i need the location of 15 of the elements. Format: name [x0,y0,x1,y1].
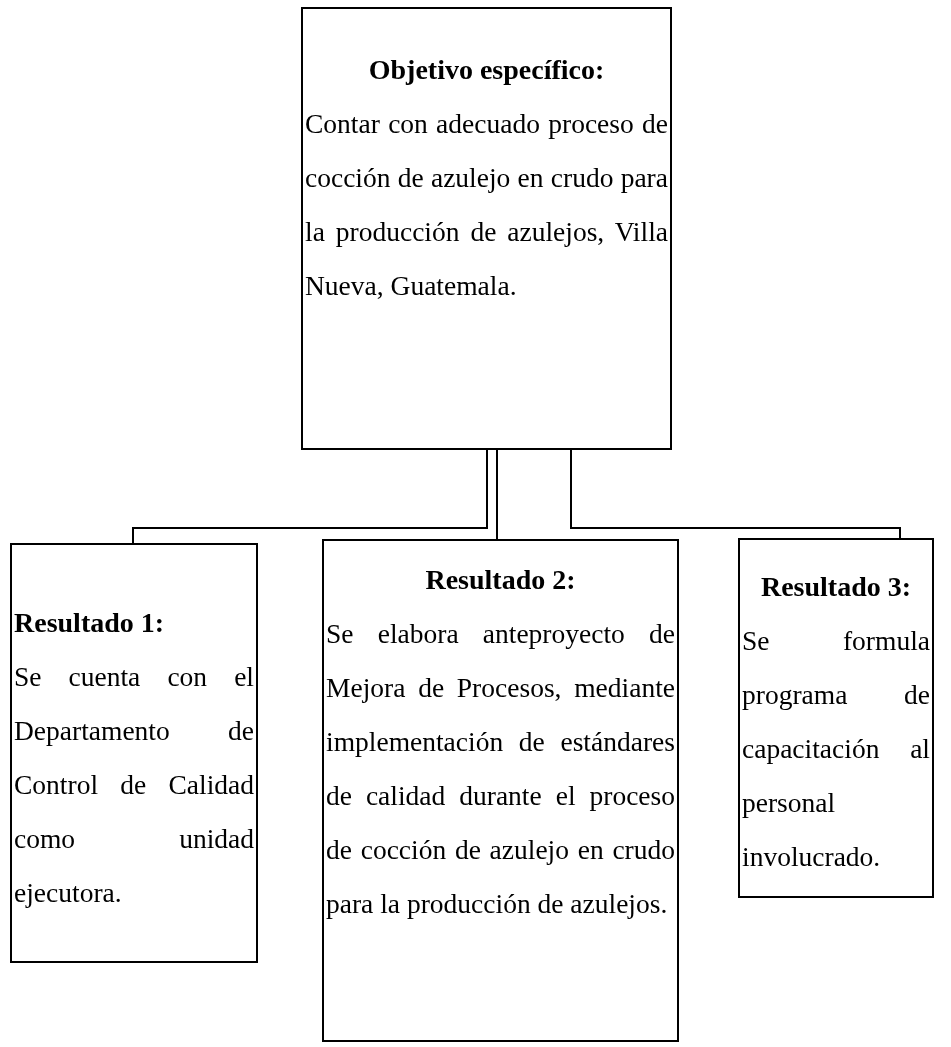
box-heading: Resultado 2: [424,563,577,597]
box-text: Se elabora anteproyecto de Mejora de Procesos, mediante implementación de estándares de calidad durante el proceso de cocción de azulejo en crudo para la producción de azulejos. [326,617,675,921]
text-box [301,7,672,450]
box-heading: Resultado 3: [759,570,913,604]
text-box [10,543,258,963]
connector-line [496,449,498,540]
box-text: Se cuenta con el Departamento de Control de Calidad como unidad ejecutora. [14,660,254,910]
box-heading: Objetivo específico: [367,53,606,87]
box-text: Contar con adecuado proceso de cocción de azulejo en crudo para la producción de azulejos, Villa Nueva, Guatemala. [305,107,668,303]
connector-line [132,449,488,544]
text-box [738,538,934,898]
box-text: Se formula programa de capacitación al personal involucrado. [742,624,930,874]
connector-line [570,449,901,539]
text-box [322,539,679,1042]
box-heading: Resultado 1: [14,606,166,640]
